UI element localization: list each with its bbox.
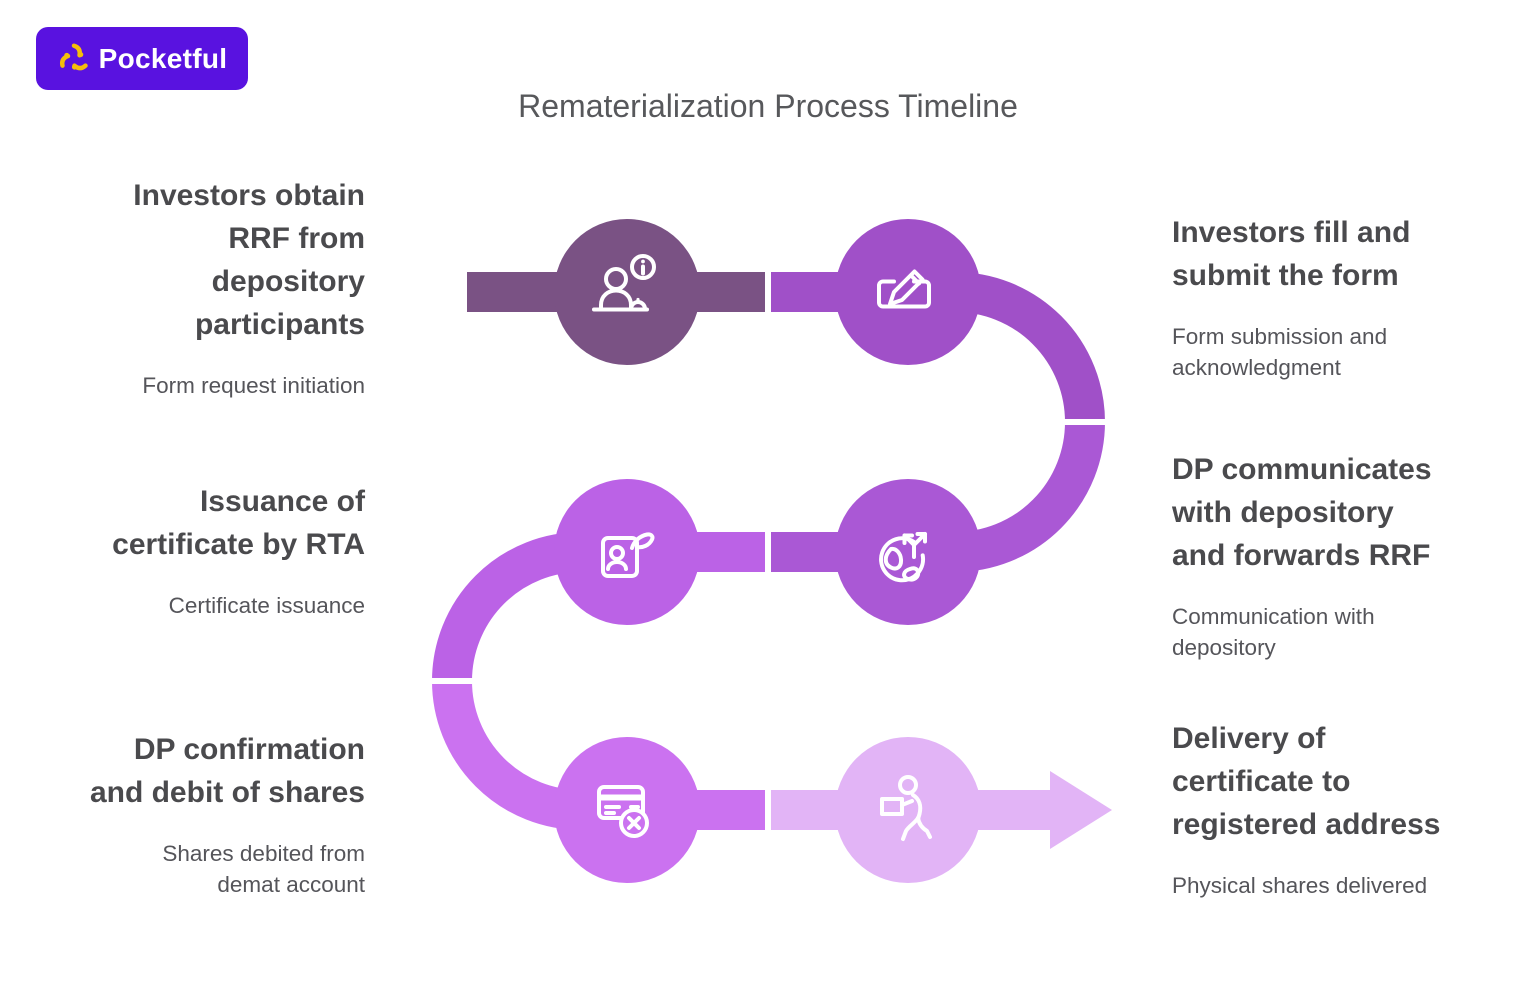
step-heading: Issuance of certificate by RTA (112, 485, 365, 561)
step-heading: Investors fill and submit the form (1172, 216, 1411, 292)
arc-left-bottom (432, 680, 582, 830)
pocketful-flower-icon (59, 42, 88, 70)
step-circle-4 (554, 479, 700, 625)
arc-right-top (954, 272, 1105, 423)
step-heading: DP communicates with depository and forw… (1172, 453, 1432, 572)
page-title: Rematerialization Process Timeline (518, 88, 1018, 124)
step-circle-6 (835, 737, 981, 883)
globe-share-icon (879, 532, 927, 583)
step-subtitle: Shares debited from demat account (162, 841, 365, 897)
delivery-walk-icon (880, 775, 932, 841)
step-subtitle: Form request initiation (142, 373, 365, 398)
step-circle-1 (554, 219, 700, 365)
logo-content: Pocketful (36, 27, 248, 90)
form-edit-icon (877, 269, 931, 309)
arc-gap-right (1052, 419, 1110, 425)
step-label-1: Investors obtain RRF from depository par… (60, 174, 365, 401)
id-card-hand-icon (601, 532, 655, 578)
arc-gap-left (426, 678, 484, 684)
arc-left-top (432, 532, 582, 682)
step-label-4: Issuance of certificate by RTA Certifica… (60, 480, 365, 621)
step-subtitle: Physical shares delivered (1172, 873, 1428, 898)
card-debit-icon (597, 785, 649, 838)
step-label-3: DP communicates with depository and forw… (1172, 448, 1502, 663)
logo-background (36, 27, 248, 90)
info-desk-icon (592, 254, 656, 312)
step-circle-3 (835, 479, 981, 625)
step-heading: Investors obtain RRF from depository par… (133, 179, 365, 341)
step-heading: DP confirmation and debit of shares (89, 733, 365, 809)
step-label-2: Investors fill and submit the form Form … (1172, 211, 1502, 383)
arc-right-bottom (954, 421, 1105, 572)
step-label-5: DP confirmation and debit of shares Shar… (60, 728, 365, 900)
step-subtitle: Communication with depository (1172, 604, 1375, 660)
flow-arrowhead (1050, 771, 1112, 849)
step-heading: Delivery of certificate to registered ad… (1172, 722, 1441, 841)
step-label-6: Delivery of certificate to registered ad… (1172, 717, 1502, 901)
pocketful-logo: Pocketful (36, 27, 248, 90)
logo-text: Pocketful (98, 42, 228, 74)
step-subtitle: Form submission and acknowledgment (1172, 324, 1388, 380)
step-subtitle: Certificate issuance (168, 593, 365, 618)
